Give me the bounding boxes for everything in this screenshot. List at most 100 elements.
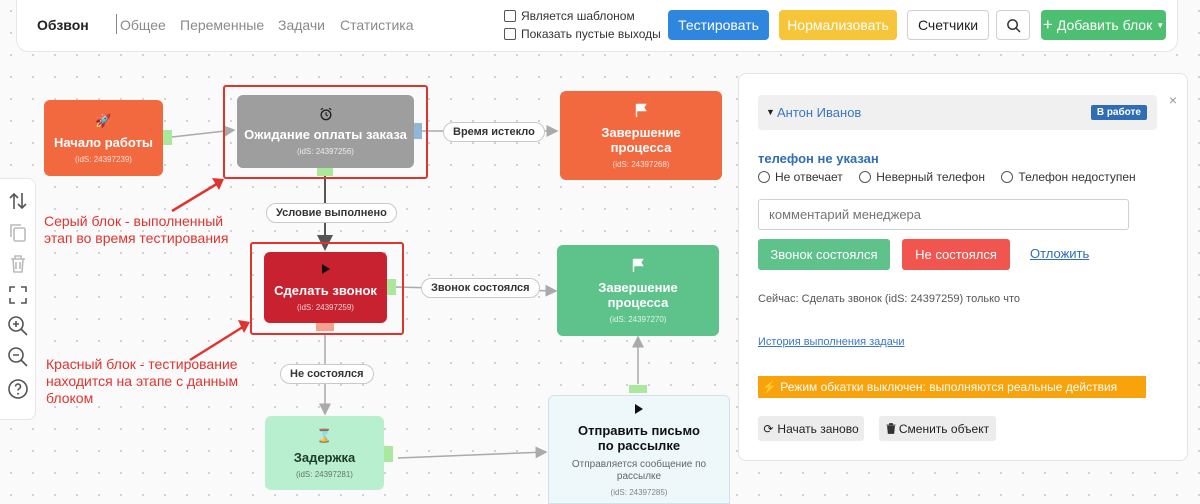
- annotation-red-block: Красный блок - тестирование находится на…: [46, 356, 239, 406]
- phone-status: телефон не указан: [758, 151, 879, 166]
- call-success-button[interactable]: Звонок состоялся: [758, 239, 890, 270]
- radio-unavailable[interactable]: Телефон недоступен: [1001, 170, 1136, 184]
- call-fail-button[interactable]: Не состоялся: [902, 239, 1010, 270]
- block-title: Начало работы: [54, 134, 153, 150]
- flow-block-start[interactable]: 🚀 Начало работы (idS: 24397239): [44, 100, 163, 176]
- radio-label: Неверный телефон: [876, 170, 985, 184]
- highlight-frame-gray: [223, 85, 428, 179]
- tab-separator: [116, 14, 117, 34]
- status-badge: В работе: [1090, 105, 1147, 120]
- add-block-button[interactable]: + Добавить блок ▼: [1041, 10, 1166, 40]
- play-icon: [321, 264, 330, 274]
- task-history-link[interactable]: История выполнения задачи: [758, 336, 905, 348]
- alarm-clock-icon: [319, 107, 332, 121]
- radio-circle[interactable]: [859, 171, 872, 183]
- block-title: Завершение процесса: [598, 279, 678, 310]
- sort-arrows-icon[interactable]: [6, 189, 30, 213]
- test-mode-warning: ⚡ Режим обкатки выключен: выполняются ре…: [758, 376, 1146, 398]
- flow-block-mail[interactable]: Отправить письмо по рассылке Отправляетс…: [548, 395, 730, 504]
- flow-block-call[interactable]: Сделать звонок (idS: 24397259): [264, 252, 387, 323]
- hourglass-icon: ⌛: [316, 427, 333, 443]
- fit-screen-icon[interactable]: [6, 283, 30, 307]
- counters-button[interactable]: Счетчики: [907, 10, 989, 40]
- task-panel: × ▼ Антон Иванов В работе телефон не ука…: [738, 73, 1188, 461]
- normalize-button[interactable]: Нормализовать: [779, 10, 897, 40]
- top-bar: Обзвон Общее Переменные Задачи Статистик…: [16, 0, 1178, 52]
- block-id: (idS: 24397239): [75, 154, 132, 164]
- manager-comment-input[interactable]: [758, 199, 1129, 230]
- flow-block-end-2[interactable]: Завершение процесса (idS: 24397270): [557, 245, 719, 336]
- edge-delay-mail: [397, 446, 548, 459]
- refresh-icon: ⟳: [763, 421, 774, 436]
- flag-icon: [635, 103, 647, 117]
- block-id: (idS: 24397285): [610, 487, 668, 497]
- output-port[interactable]: [163, 130, 172, 145]
- search-icon: [1006, 18, 1020, 32]
- block-id: (idS: 24397281): [296, 469, 353, 479]
- output-port[interactable]: [387, 279, 396, 295]
- search-button[interactable]: [996, 10, 1030, 40]
- call-result-radios: Не отвечает Неверный телефон Телефон нед…: [758, 170, 1148, 188]
- trash-icon[interactable]: [6, 252, 30, 276]
- close-icon[interactable]: ×: [1168, 92, 1177, 108]
- annotation-gray-block: Серый блок - выполненный этап во время т…: [44, 213, 229, 246]
- test-button[interactable]: Тестировать: [668, 10, 769, 40]
- output-port[interactable]: [414, 123, 422, 139]
- annotation-arrow-red: [189, 323, 247, 362]
- block-title: Отправить письмо по рассылке: [578, 422, 700, 453]
- tab-general[interactable]: Общее: [120, 17, 166, 33]
- radio-circle[interactable]: [1001, 171, 1014, 183]
- tab-variables[interactable]: Переменные: [180, 17, 265, 33]
- restart-button[interactable]: ⟳ Начать заново: [758, 416, 864, 441]
- template-checkbox-label: Является шаблоном: [521, 9, 635, 23]
- copy-icon[interactable]: [6, 221, 30, 245]
- plus-icon: +: [1042, 15, 1053, 34]
- block-title: Завершение процесса: [601, 124, 681, 155]
- edge-label-timeout[interactable]: Время истекло: [443, 122, 545, 142]
- restart-label: Начать заново: [777, 421, 859, 436]
- block-title: Сделать звонок: [274, 283, 377, 298]
- tab-statistics[interactable]: Статистика: [340, 17, 414, 33]
- annotation-arrow-gray: [171, 180, 221, 213]
- zoom-in-icon[interactable]: [6, 314, 30, 338]
- rocket-icon: 🚀: [95, 112, 112, 128]
- radio-label: Телефон недоступен: [1018, 170, 1136, 184]
- output-port[interactable]: [384, 446, 393, 462]
- edge-label-call-fail[interactable]: Не состоялся: [280, 364, 374, 384]
- contact-header[interactable]: ▼ Антон Иванов В работе: [758, 95, 1157, 130]
- flow-block-end-1[interactable]: Завершение процесса (idS: 24397268): [560, 91, 722, 180]
- block-title: Ожидание оплаты заказа: [244, 127, 407, 142]
- template-checkbox[interactable]: Является шаблоном: [504, 9, 635, 23]
- contact-name[interactable]: Антон Иванов: [777, 105, 862, 120]
- block-subtitle: Отправляется сообщение по рассылке: [571, 458, 707, 482]
- change-object-button[interactable]: Сменить объект: [879, 416, 996, 441]
- postpone-link[interactable]: Отложить: [1030, 246, 1090, 261]
- radio-wrong-number[interactable]: Неверный телефон: [859, 170, 985, 184]
- edge-label-call-ok[interactable]: Звонок состоялся: [421, 278, 540, 298]
- block-id: (idS: 24397256): [297, 147, 354, 156]
- flow-block-wait[interactable]: Ожидание оплаты заказа (idS: 24397256): [237, 95, 414, 168]
- radio-label: Не отвечает: [775, 170, 843, 184]
- flow-block-delay[interactable]: ⌛ Задержка (idS: 24397281): [265, 416, 384, 490]
- radio-circle[interactable]: [758, 171, 770, 183]
- output-port[interactable]: [317, 168, 333, 176]
- play-icon: [635, 403, 643, 414]
- caret-down-icon: ▼: [766, 107, 775, 117]
- change-object-label: Сменить объект: [898, 421, 990, 436]
- caret-down-icon: ▼: [1156, 20, 1165, 30]
- block-id: (idS: 24397268): [612, 159, 670, 169]
- canvas-toolbar: [0, 178, 36, 420]
- radio-no-answer[interactable]: Не отвечает: [758, 170, 843, 184]
- help-icon[interactable]: [6, 377, 30, 401]
- checkbox-box[interactable]: [504, 10, 516, 22]
- output-port[interactable]: [316, 323, 334, 331]
- show-empty-outputs-checkbox[interactable]: Показать пустые выходы: [504, 27, 661, 41]
- current-step-text: Сейчас: Сделать звонок (idS: 24397259) т…: [758, 293, 1020, 305]
- input-port[interactable]: [629, 385, 647, 393]
- show-empty-outputs-label: Показать пустые выходы: [521, 27, 661, 41]
- tab-obzvon[interactable]: Обзвон: [37, 17, 89, 33]
- checkbox-box[interactable]: [504, 28, 516, 40]
- edge-label-condition[interactable]: Условие выполнено: [266, 203, 397, 223]
- zoom-out-icon[interactable]: [6, 345, 30, 369]
- tab-tasks[interactable]: Задачи: [278, 17, 326, 33]
